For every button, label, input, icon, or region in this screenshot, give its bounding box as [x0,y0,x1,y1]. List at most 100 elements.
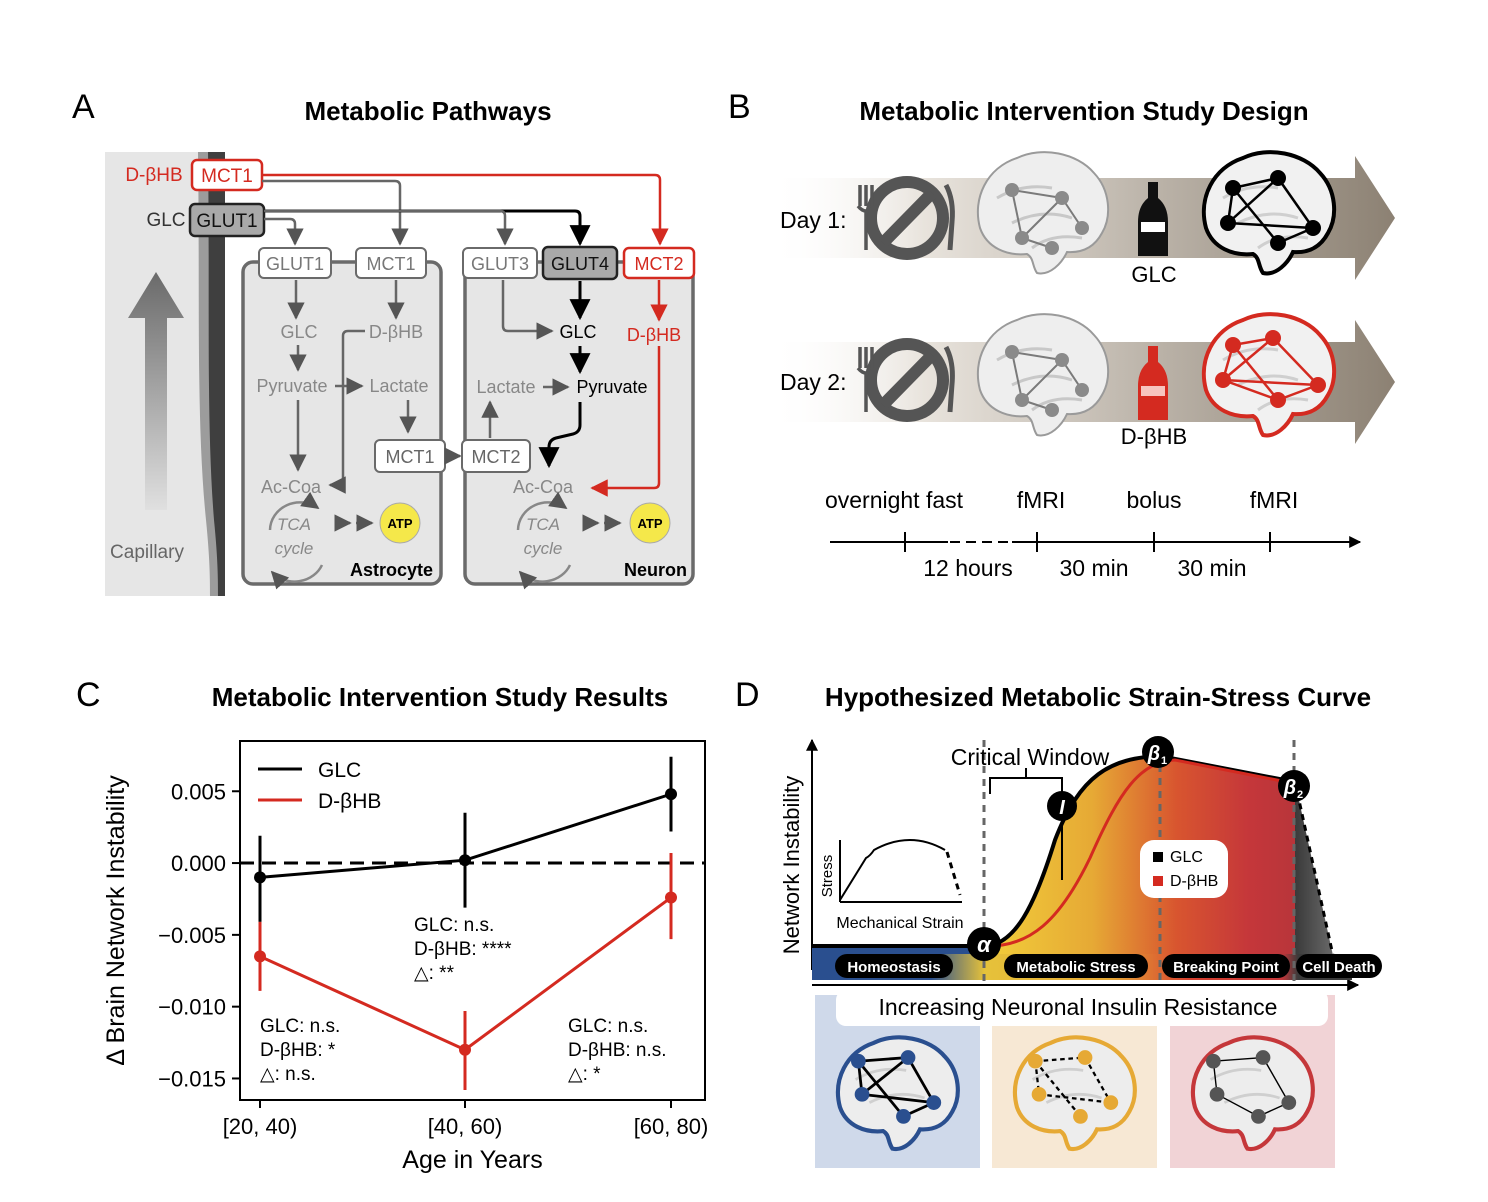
astro-tca-arc-bottom [270,564,324,590]
brain-stress [1015,1037,1135,1149]
plot-frame [239,740,706,1101]
panel-c: C Metabolic Intervention Study Results 0… [76,676,708,1174]
day1-brain-before [976,151,1110,275]
phase-label-homeostasis: Homeostasis [847,959,940,976]
banner-box [836,990,1328,1026]
astro-lactate: Lactate [369,376,428,396]
timeline-event-0: overnight fast [825,487,964,513]
beta2-marker-label: β [1283,777,1296,799]
critical-window-bracket [989,768,1063,794]
banner-label: Increasing Neuronal Insulin Resistance [879,994,1278,1020]
mct1-capillary-label: MCT1 [201,166,253,187]
neuron-pyruvate: Pyruvate [576,377,647,397]
alpha-marker [967,927,1001,961]
inset-ylabel: Stress [819,855,836,898]
neuron-label: Neuron [624,560,687,580]
astro-glut1-box [258,247,332,279]
phase-label-breaking: Breaking Point [1173,959,1279,976]
annotation-2-line-2: △: * [568,1064,601,1085]
panel-a: A Metabolic Pathways Capillary D-βHB MCT… [72,88,696,596]
x-tick-label: [60, 80) [634,1114,709,1139]
phase-pill-death [1296,954,1382,978]
glc-bottle-icon [1138,182,1168,256]
shuttle-mct2-box [461,439,531,473]
d-ylabel: Network Instability [779,776,804,955]
glc-curve-dashed [1293,781,1336,961]
data-point [665,788,677,801]
legend-label: GLC [318,759,361,782]
capillary-wall-inner [208,152,225,596]
day2-dbhb-label: D-βHB [1121,424,1187,449]
astro-atp-label: ATP [387,516,412,531]
glc-to-astro-glut1-arrow [264,217,304,246]
neuron-arrow-glut3-glc [501,280,554,340]
astrocyte-label: Astrocyte [350,560,433,580]
annotation-1-line-1: D-βHB: **** [414,939,512,960]
neuron-glut3-box [462,247,538,279]
panel-letter-b: B [728,88,751,126]
data-point [459,854,471,867]
stress-strain-inset: Stress Mechanical Strain [819,839,964,932]
alpha-marker-label: α [977,932,992,957]
dbhb-to-astro-mct1-arrow [262,179,409,246]
data-point [665,891,677,904]
phase-pill-homeostasis [835,954,953,978]
timeline-event-1: fMRI [1017,487,1066,513]
x-tick-label: [20, 40) [223,1114,298,1139]
neuron-tca-line1: TCA [526,515,560,534]
panel-b: B Metabolic Intervention Study Design Da… [728,88,1395,581]
chart-annotation-0: GLC: n.s. D-βHB: * △: n.s. [260,1016,340,1085]
insulin-marker [1047,791,1077,821]
critical-window-label: Critical Window [951,744,1110,770]
annotation-2-line-1: D-βHB: n.s. [568,1040,667,1061]
astro-arrow-dbhb-acoa [328,329,365,494]
dbhb-blood-label: D-βHB [125,165,182,186]
neuron-tca-line2: cycle [524,539,563,558]
neuron-glut4-box [541,245,619,281]
y-tick-label: −0.010 [158,995,226,1020]
neuron-mct2-box [622,246,696,280]
annotation-1-line-2: △: ** [414,963,455,984]
astro-mct1-label: MCT1 [367,254,416,274]
neuron-atp-circle [629,502,671,544]
glc-blood-label: GLC [146,210,185,231]
neuron-glut4-label: GLUT4 [551,254,609,274]
day1-fast-icon [856,176,955,260]
d-legend: GLC D-βHB [1140,840,1228,898]
astro-glut1-label: GLUT1 [266,254,324,274]
beta1-marker-sub: 1 [1161,755,1167,767]
timeline-duration-0: 12 hours [923,555,1013,581]
day2-brain-after [1201,312,1337,438]
panel-letter-a: A [72,88,95,126]
glc-to-glut3-arrow [264,209,514,246]
insulin-marker-label: I [1059,797,1065,819]
day2-brain-before [976,313,1110,437]
neuron-glut3-label: GLUT3 [471,254,529,274]
annotation-0-line-1: D-βHB: * [260,1040,336,1061]
phase-label-stress: Metabolic Stress [1016,959,1135,976]
panel-c-title: Metabolic Intervention Study Results [212,682,669,712]
shuttle-mct2-label: MCT2 [472,447,521,467]
timeline-event-3: fMRI [1250,487,1299,513]
neuron-tca-arc-bottom [518,564,572,590]
brain-homeostasis [838,1037,958,1149]
neuron-atp-label: ATP [637,516,662,531]
beta2-marker-sub: 2 [1297,789,1303,801]
astro-atp-circle [379,502,421,544]
chart-annotation-2: GLC: n.s. D-βHB: n.s. △: * [568,1016,667,1085]
inset-xlabel: Mechanical Strain [836,915,963,932]
shuttle-mct1-label: MCT1 [386,447,435,467]
data-point [254,871,266,884]
stress-region [984,756,1295,980]
chart-annotation-1: GLC: n.s. D-βHB: **** △: ** [414,915,512,984]
panel-letter-c: C [76,676,101,714]
d-legend-dbhb: D-βHB [1170,873,1218,890]
panel-d-title: Hypothesized Metabolic Strain-Stress Cur… [825,682,1371,712]
glut1-capillary-label: GLUT1 [196,211,257,232]
phase-pill-breaking [1162,954,1290,978]
neuron-acetyl-coa: Ac-Coa [513,477,574,497]
phase-label-death: Cell Death [1302,959,1375,976]
day2-fast-icon [856,338,955,422]
